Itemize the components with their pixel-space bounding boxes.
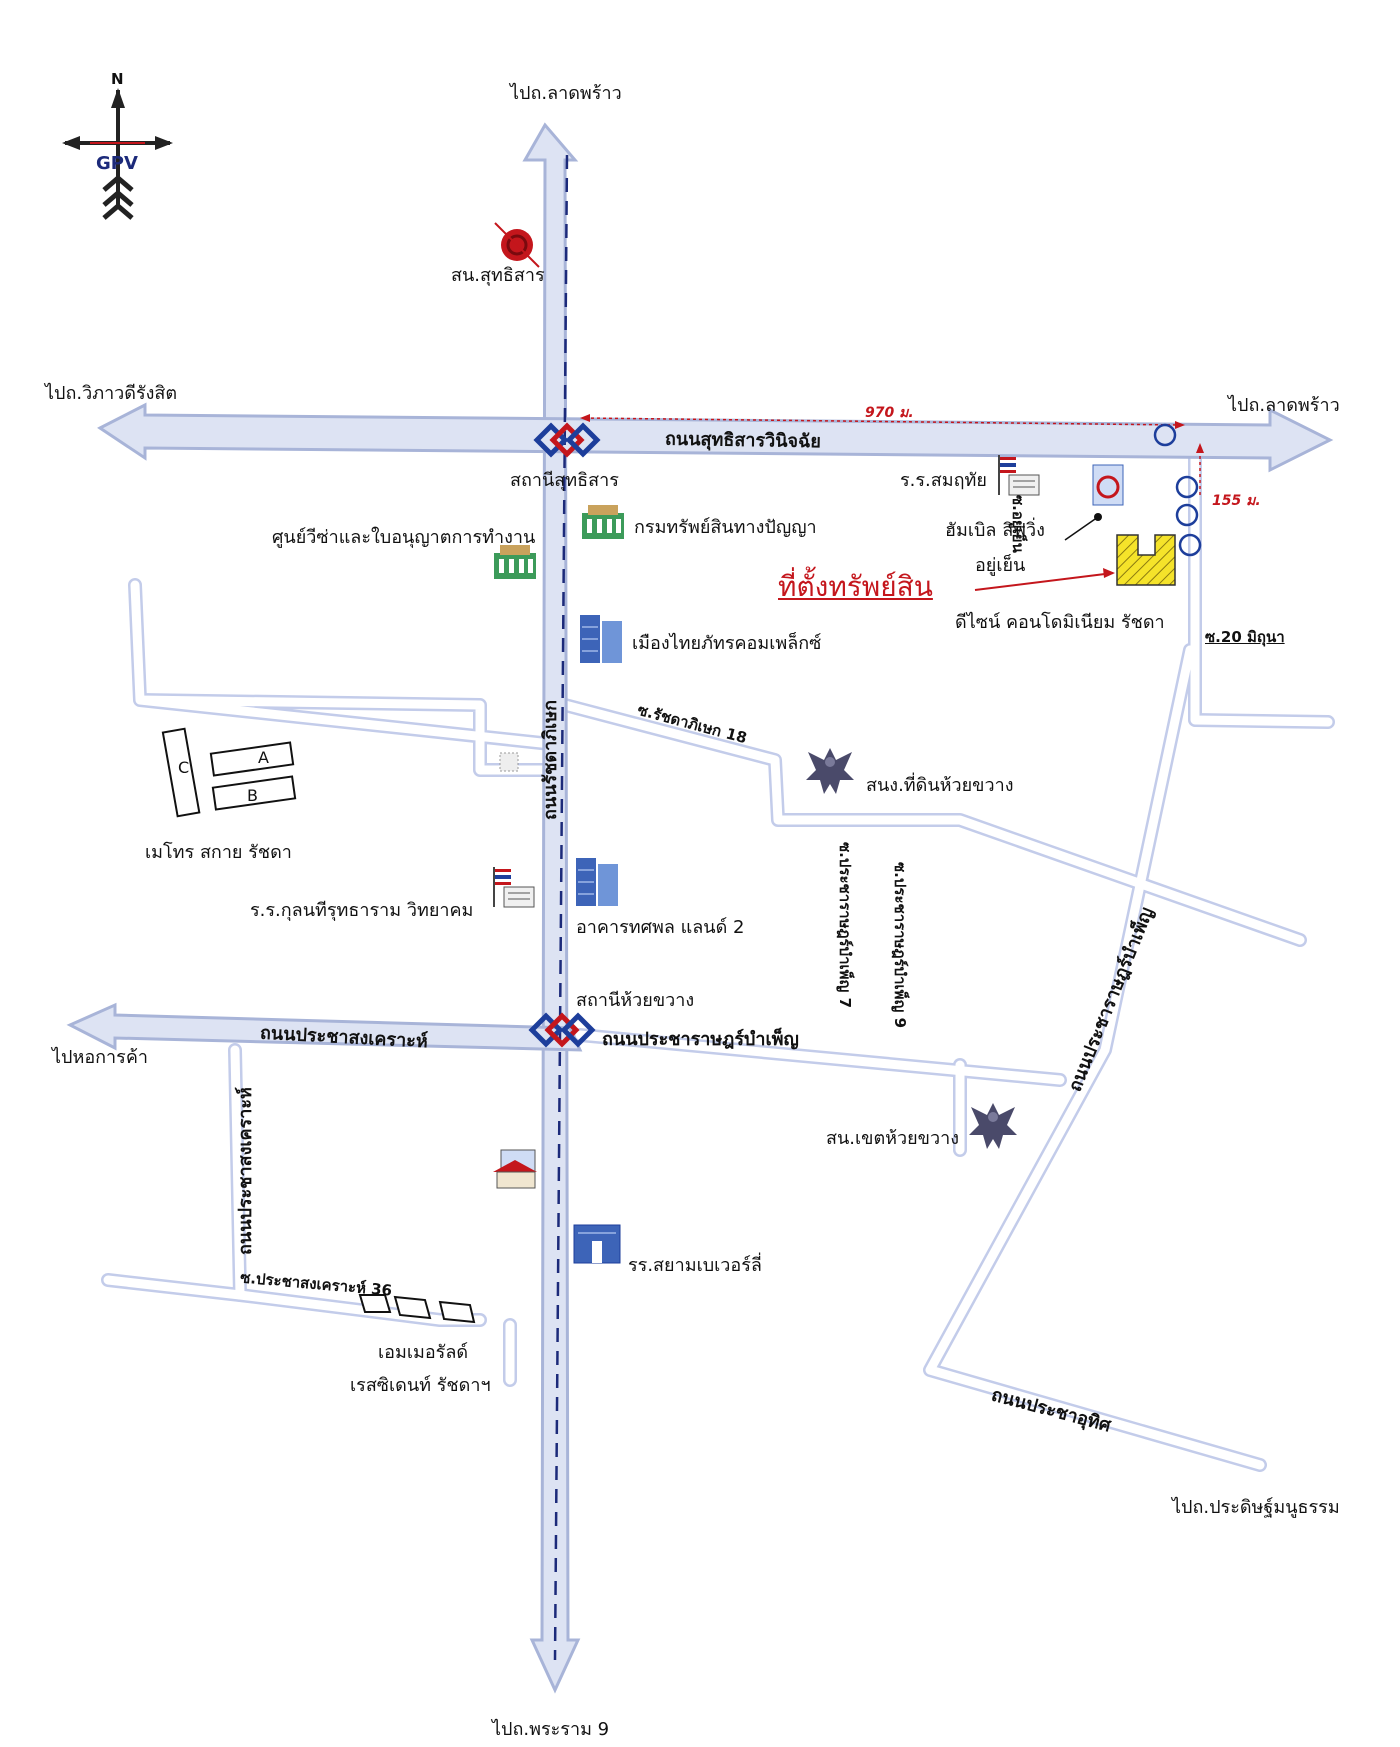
muang-thai-label: เมืองไทยภัทรคอมเพล็กซ์	[632, 633, 822, 654]
metro-sky-label: เมโทร สกาย รัชดา	[145, 842, 292, 863]
distance-markers	[584, 417, 1201, 495]
mrt-station-huai-khwang-icon	[528, 1012, 596, 1048]
road-prachasongkhro-vertical-label: ถนนประชาสงเคราะห์	[235, 1087, 256, 1255]
mrt-station-sutthisan-icon	[533, 422, 601, 458]
small-plaza-icon	[499, 752, 519, 772]
building-a-label: A	[258, 748, 269, 767]
ip-department-building-icon	[582, 505, 624, 539]
property-marker-icon	[1116, 534, 1176, 586]
design-condo-label: ดีไซน์ คอนโดมิเนียม รัชดา	[955, 612, 1165, 633]
road-ratchadaphisek	[522, 122, 581, 1694]
school-flag-icon	[493, 867, 535, 908]
siam-beverly-label: รร.สยามเบเวอร์ลี่	[628, 1255, 762, 1276]
hospital-building-icon	[493, 1149, 537, 1189]
distance-970-label: 970 ม.	[865, 405, 914, 421]
road-pracharat-label: ถนนประชาราษฎร์บำเพ็ญ	[602, 1029, 799, 1050]
distance-155-label: 155 ม.	[1212, 493, 1261, 509]
gpv-logo: GPV	[96, 153, 138, 174]
destination-west: ไปถ.วิภาวดีรังสิต	[45, 383, 178, 404]
garuda-emblem-icon	[969, 1103, 1017, 1149]
building-c-label: C	[178, 758, 190, 777]
road-sutthisan-label: ถนนสุทธิสารวินิจฉัย	[664, 428, 822, 453]
office-tower-icon	[576, 858, 618, 906]
destination-north: ไปถ.ลาดพร้าว	[510, 83, 622, 104]
tosapol-label: อาคารทศพล แลนด์ 2	[576, 917, 745, 938]
road-sutthisan	[97, 402, 1334, 473]
office-tower-icon	[580, 615, 622, 663]
building-b-label: B	[247, 786, 258, 805]
visa-center-building-icon	[494, 545, 536, 579]
emerald-residence-buildings-icon	[358, 1294, 476, 1324]
visa-center-label: ศูนย์วีซ่าและใบอนุญาตการทำงาน	[272, 527, 536, 548]
police-sutthisan-label: สน.สุทธิสาร	[451, 265, 545, 286]
siam-beverly-building-icon	[573, 1224, 621, 1264]
district-office-label: สน.เขตห้วยขวาง	[826, 1128, 959, 1149]
samruthai-school-label: ร.ร.สมฤทัย	[900, 470, 987, 491]
road-ratchadaphisek-label: ถนนรัชดาภิเษก	[540, 700, 561, 820]
ip-department-label: กรมทรัพย์สินทางปัญญา	[634, 517, 817, 538]
soi-20-mithuna-label: ซ.20 มิถุนา	[1205, 628, 1285, 646]
destination-west-lower: ไปหอการค้า	[52, 1047, 148, 1068]
destination-east: ไปถ.ลาดพร้าว	[1228, 395, 1340, 416]
destination-south: ไปถ.พระราม 9	[492, 1719, 610, 1740]
property-location-label: ที่ตั้งทรัพย์สิน	[778, 570, 933, 603]
land-office-label: สนง.ที่ดินห้วยขวาง	[866, 775, 1014, 796]
station-huai-khwang-label: สถานีห้วยขวาง	[576, 990, 695, 1011]
garuda-emblem-icon	[806, 748, 854, 794]
mrt-line	[553, 154, 569, 1661]
yuyen-label: อยู่เย็น	[975, 555, 1026, 576]
soi-pracharat-9-label: ซ.ประชาราษฎร์บำเพ็ญ 9	[891, 862, 909, 1029]
school-flag-icon	[998, 455, 1040, 496]
emerald-label-1: เอมเมอรัลด์	[378, 1342, 469, 1363]
kulnatee-school-label: ร.ร.กุลนทีรุทธาราม วิทยาคม	[250, 900, 474, 921]
humble-living-building-icon	[1092, 464, 1124, 506]
property-pointer	[974, 572, 1114, 591]
main-roads	[66, 122, 1334, 1694]
compass-arrow-icon	[62, 88, 173, 220]
minor-roads	[101, 443, 1335, 1472]
soi-pracharat-7-label: ซ.ประชาราษฎร์บำเพ็ญ 7	[836, 842, 854, 1009]
compass-north-label: N	[111, 70, 124, 88]
destination-southeast: ไปถ.ประดิษฐ์มนูธรรม	[1172, 1497, 1340, 1518]
humble-living-label: ฮัมเบิล ลิฟวิ่ง	[945, 520, 1045, 541]
roundabout-icons	[1153, 423, 1202, 557]
emerald-label-2: เรสซิเดนท์ รัชดาฯ	[350, 1375, 491, 1396]
station-sutthisan-label: สถานีสุทธิสาร	[510, 470, 619, 491]
police-station-icon	[494, 222, 540, 268]
metro-sky-buildings-icon	[161, 727, 297, 818]
road-prachasongkhro-vertical	[101, 1043, 247, 1302]
